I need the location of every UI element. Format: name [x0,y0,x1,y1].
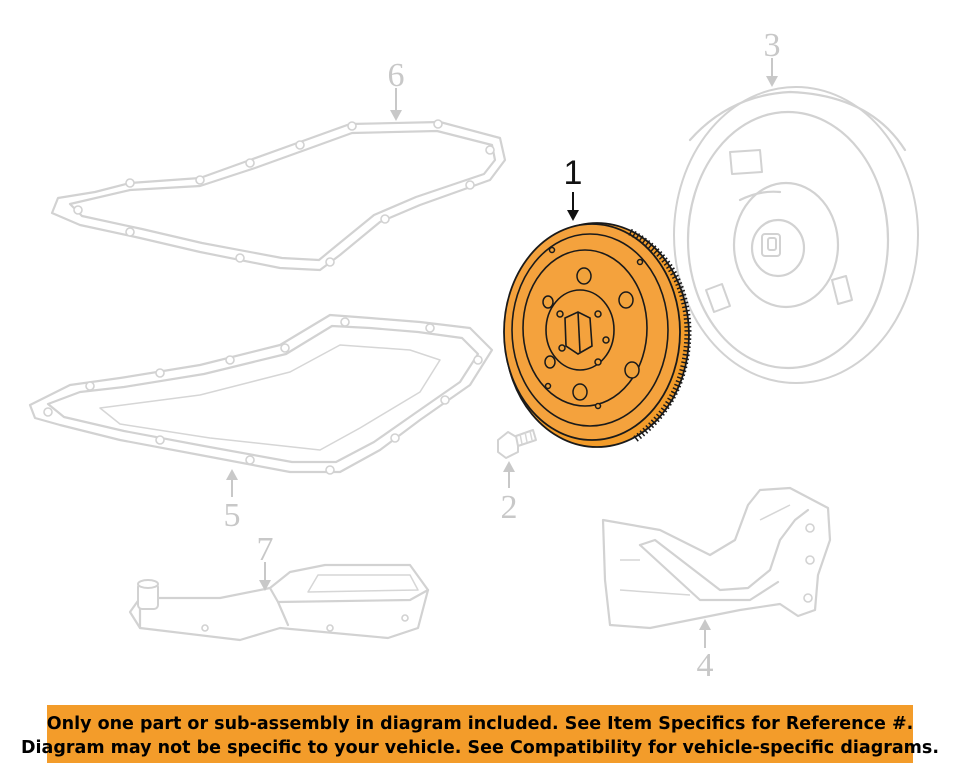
notice-line-1: Only one part or sub-assembly in diagram… [46,714,914,734]
leader-arrows [226,58,778,648]
callout-1: 1 [564,154,583,192]
callout-6: 6 [388,57,405,94]
notice-line-2: Diagram may not be specific to your vehi… [21,738,939,758]
gasket-upper-part [50,119,507,272]
torque-converter-part [673,86,919,384]
callout-2: 2 [501,489,518,526]
callout-7: 7 [257,531,274,568]
transmission-pan-part [28,313,494,475]
flywheel-part [503,222,692,448]
callout-5: 5 [224,497,241,534]
shield-part [601,486,832,630]
parts-diagram: 1 2 3 4 5 6 7 [28,27,919,684]
notice-banner: Only one part or sub-assembly in diagram… [21,705,939,763]
bolt-part [497,429,537,459]
callout-4: 4 [697,647,714,684]
filter-part [128,563,430,642]
callout-3: 3 [764,27,781,64]
